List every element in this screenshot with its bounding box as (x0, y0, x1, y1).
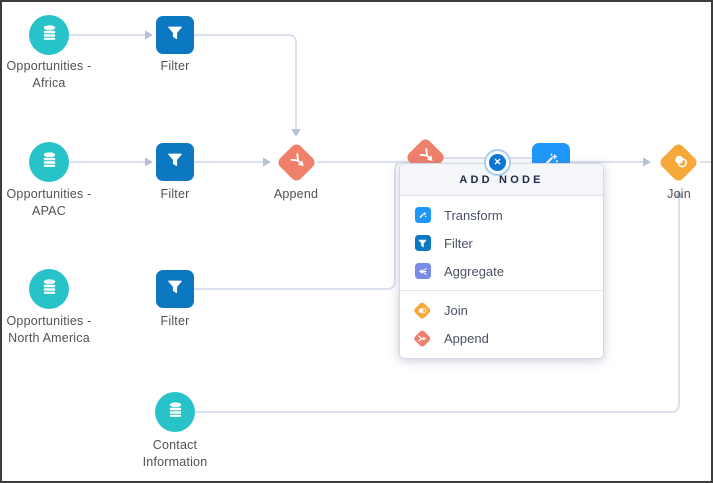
database-icon (39, 276, 60, 302)
node-join[interactable] (657, 141, 700, 184)
menu-item-label: Append (444, 330, 489, 346)
append-icon (281, 147, 313, 179)
transform-icon (541, 150, 561, 175)
menu-item-label: Transform (444, 207, 503, 223)
node-dataset-north-america[interactable] (29, 269, 69, 309)
node-dataset-africa[interactable] (29, 15, 69, 55)
aggregate-icon (414, 263, 431, 280)
close-popup-button[interactable]: ✕ (486, 151, 509, 174)
filter-icon (165, 150, 185, 175)
append-icon (410, 142, 442, 174)
node-filter-north-america[interactable] (156, 270, 194, 308)
node-dataset-apac[interactable] (29, 142, 69, 182)
node-filter-apac[interactable] (156, 143, 194, 181)
transform-icon (414, 207, 431, 224)
edge-filter1-to-append (194, 34, 297, 129)
append-icon (413, 329, 432, 347)
node-append[interactable] (275, 141, 318, 184)
node-label: Filter (160, 59, 190, 73)
menu-item-label: Join (444, 302, 468, 318)
arrowhead (643, 157, 651, 167)
arrowhead (263, 157, 271, 167)
add-node-menu: Transform Filter Aggregate (400, 196, 603, 358)
database-icon (165, 399, 186, 425)
node-label: Join (667, 187, 691, 201)
menu-item-transform[interactable]: Transform (400, 201, 603, 229)
node-dataset-contact[interactable] (155, 392, 195, 432)
arrowhead (674, 190, 684, 198)
arrowhead (145, 157, 153, 167)
filter-icon (165, 277, 185, 302)
edge-contact-to-join (195, 198, 680, 413)
database-icon (39, 22, 60, 48)
join-icon (663, 147, 695, 179)
close-icon: ✕ (493, 156, 502, 168)
menu-item-label: Filter (444, 235, 473, 251)
database-icon (39, 149, 60, 175)
filter-icon (165, 23, 185, 48)
node-label: Opportunities -North America (6, 314, 92, 345)
node-append-2[interactable] (404, 136, 447, 179)
node-label: Opportunities -Africa (6, 59, 92, 90)
menu-item-label: Aggregate (444, 263, 504, 279)
menu-item-aggregate[interactable]: Aggregate (400, 257, 603, 285)
edge-filter3-to-append2 (194, 161, 414, 290)
menu-item-filter[interactable]: Filter (400, 229, 603, 257)
node-label: Append (273, 187, 319, 201)
menu-divider (400, 290, 603, 291)
menu-item-append[interactable]: Append (400, 324, 603, 352)
node-label: Filter (160, 187, 190, 201)
add-node-popup: ADD NODE Transform Filter (399, 163, 604, 359)
node-label: Filter (160, 314, 190, 328)
node-label: Opportunities -APAC (6, 187, 92, 218)
arrowhead (145, 30, 153, 40)
arrowhead (291, 129, 301, 137)
menu-item-join[interactable]: Join (400, 296, 603, 324)
node-filter-africa[interactable] (156, 16, 194, 54)
join-icon (413, 301, 432, 319)
filter-icon (414, 235, 431, 252)
